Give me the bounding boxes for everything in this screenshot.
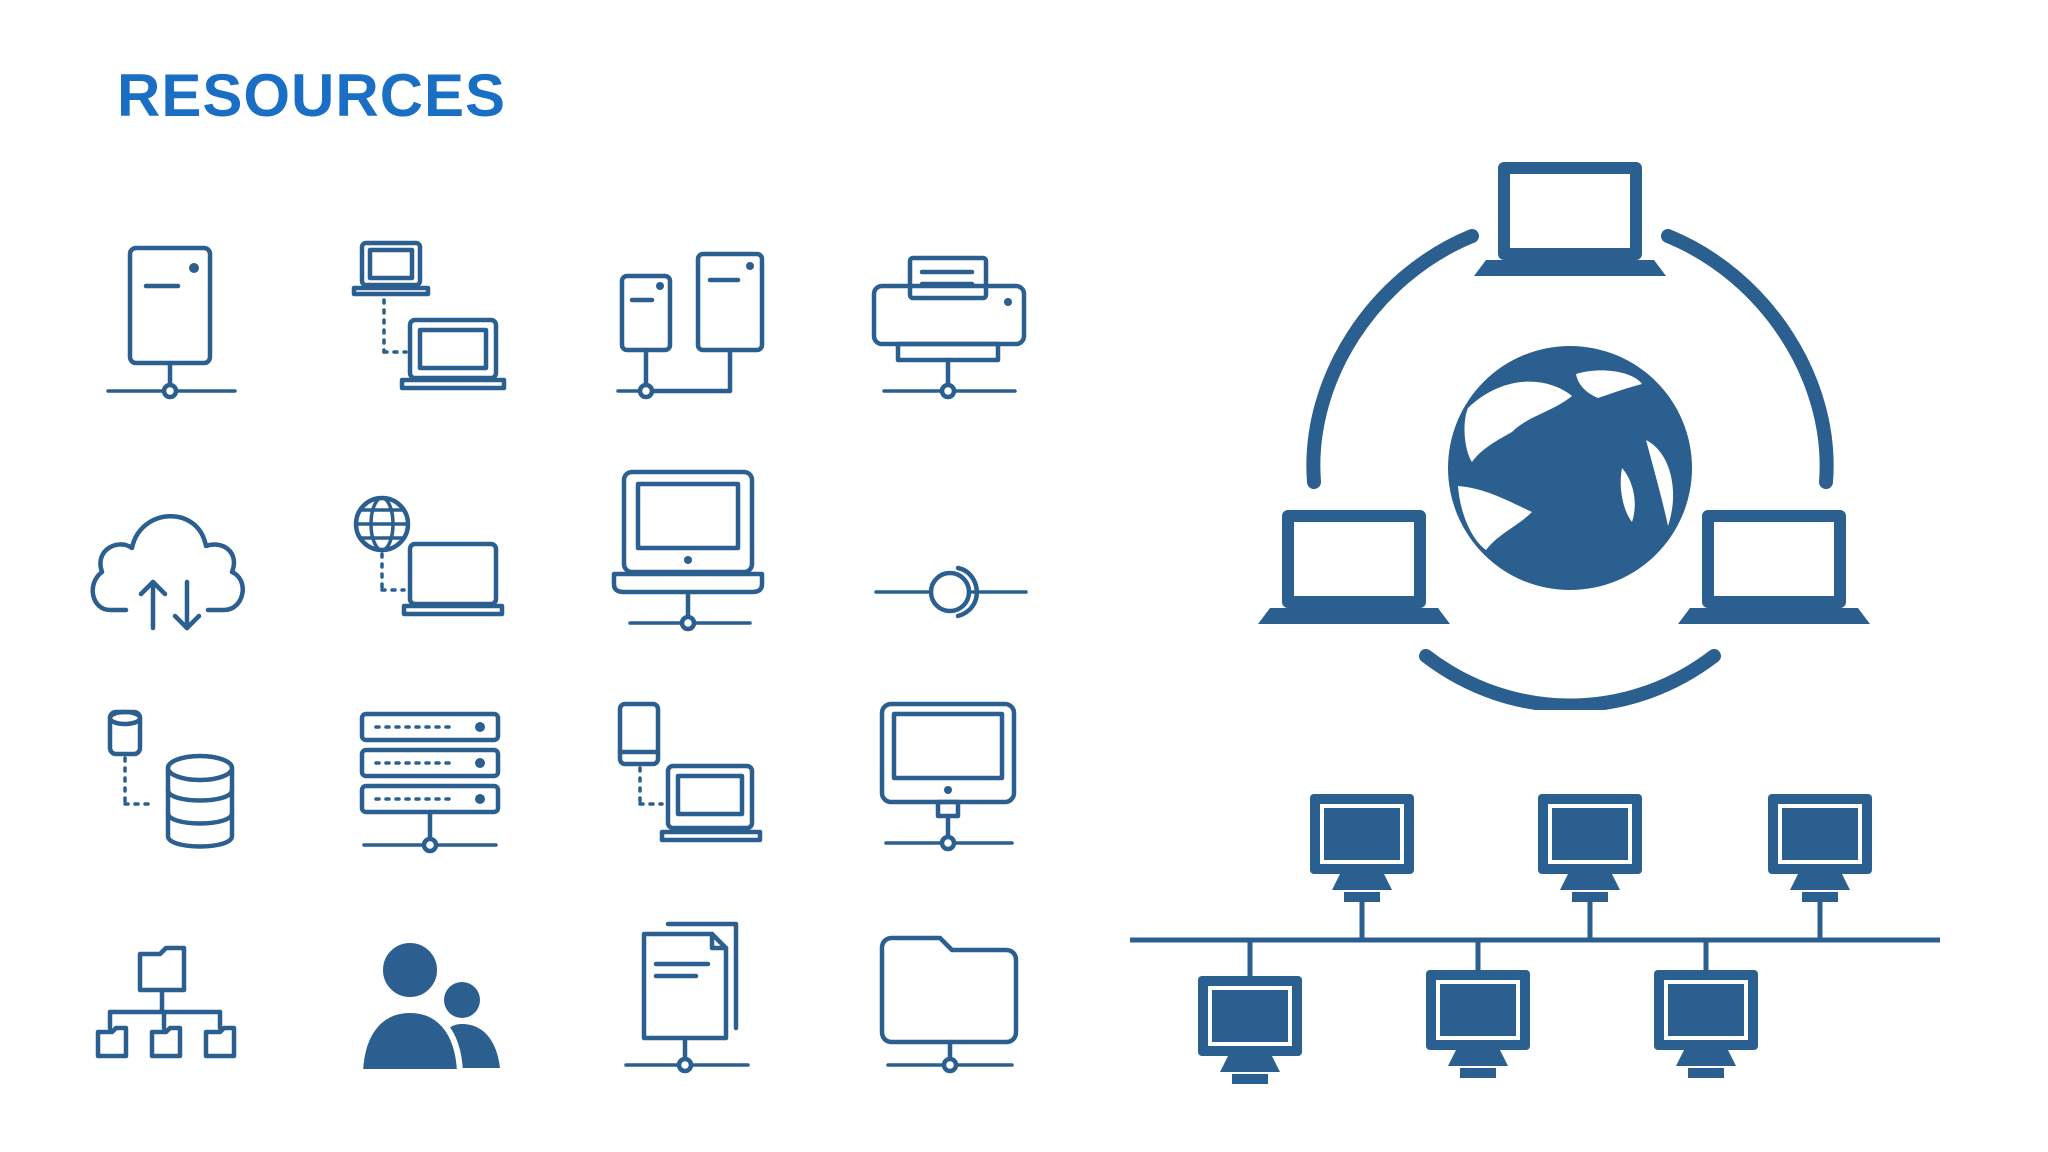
network-monitor-icon [879,701,1017,852]
page-title: RESOURCES [117,62,507,129]
network-printer-icon [871,255,1027,400]
laptop-top [1474,162,1666,276]
network-folder-icon [879,935,1019,1074]
bus-computer [1768,794,1872,902]
bus-computer [1654,970,1758,1078]
web-laptop-icon [353,495,505,617]
linked-laptops-icon [351,240,507,391]
bus-computer [1426,970,1530,1078]
global-network-illustration [1258,162,1870,710]
user-group-icon [356,937,500,1075]
folder-hierarchy-icon [95,945,237,1059]
mobile-laptop-sync-icon [617,701,763,843]
bus-network-illustration [1130,794,1940,1084]
bus-computer [1538,794,1642,902]
network-server-icon [106,245,237,400]
laptop-right [1678,510,1870,624]
database-icon [107,709,235,849]
network-documents-icon [624,921,750,1074]
bus-computer [1198,976,1302,1084]
network-node-icon [874,565,1028,619]
connected-servers-icon [616,251,765,400]
server-rack-icon [359,711,501,854]
laptop-left [1258,510,1450,624]
network-laptop-icon [611,469,765,632]
cloud-sync-icon [90,514,245,631]
bus-computer [1310,794,1414,902]
